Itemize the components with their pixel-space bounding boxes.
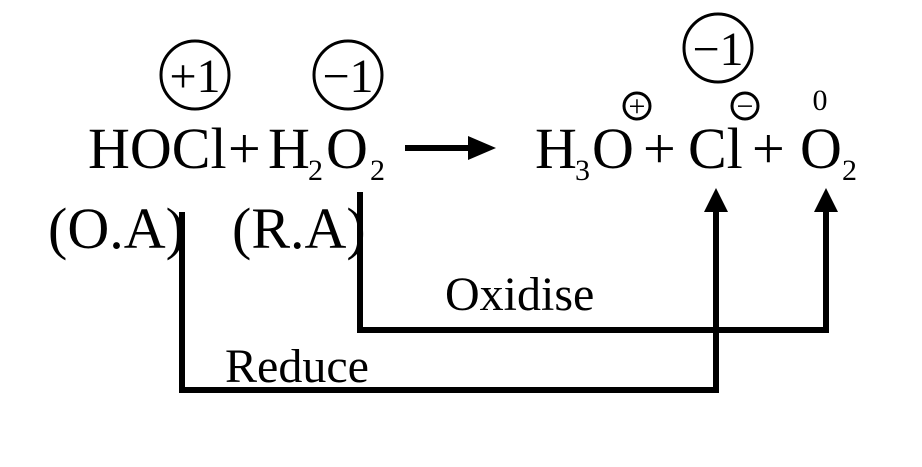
reactant-hocl: HOCl: [88, 116, 227, 181]
label-reducing-agent: (R.A): [232, 196, 366, 261]
product-cl: Cl: [688, 116, 743, 181]
oxidation-state-circle-hocl: [159, 39, 231, 111]
label-reduce: Reduce: [225, 340, 369, 393]
reaction-arrow-head: [468, 136, 496, 160]
product-h3o-h: H: [535, 116, 577, 181]
oxidation-state-circle-h2o2: [312, 39, 384, 111]
plus-sign-3: +: [752, 116, 785, 181]
reactant-h2o2-o-sub: 2: [370, 154, 385, 187]
label-oxidise: Oxidise: [445, 268, 594, 321]
product-h3o-h-sub: 3: [575, 154, 590, 187]
charge-cl: −: [737, 90, 754, 123]
reactant-h2o2-h-sub: 2: [308, 154, 323, 187]
charge-circle-h3o: [622, 91, 652, 121]
plus-sign-1: +: [228, 116, 261, 181]
oxidise-arrow-head: [814, 188, 838, 212]
oxidation-state-h2o2: −1: [322, 50, 373, 103]
product-o2-o: O: [800, 116, 842, 181]
oxidation-state-cl: −1: [692, 23, 743, 76]
reactant-h2o2-o: O: [326, 116, 368, 181]
oxidation-state-o2: 0: [813, 84, 828, 117]
oxidation-state-circle-cl: [682, 12, 754, 84]
label-oxidising-agent: (O.A): [48, 196, 185, 261]
charge-h3o: +: [629, 90, 646, 123]
reactant-h2o2-h: H: [268, 116, 310, 181]
reduce-path: [179, 208, 719, 393]
product-h3o-o: O: [592, 116, 634, 181]
reduce-arrow-head: [704, 188, 728, 212]
oxidise-path: [357, 192, 829, 333]
oxidation-state-hocl: +1: [169, 50, 220, 103]
plus-sign-2: +: [643, 116, 676, 181]
product-o2-sub: 2: [842, 154, 857, 187]
charge-circle-cl: [730, 91, 760, 121]
